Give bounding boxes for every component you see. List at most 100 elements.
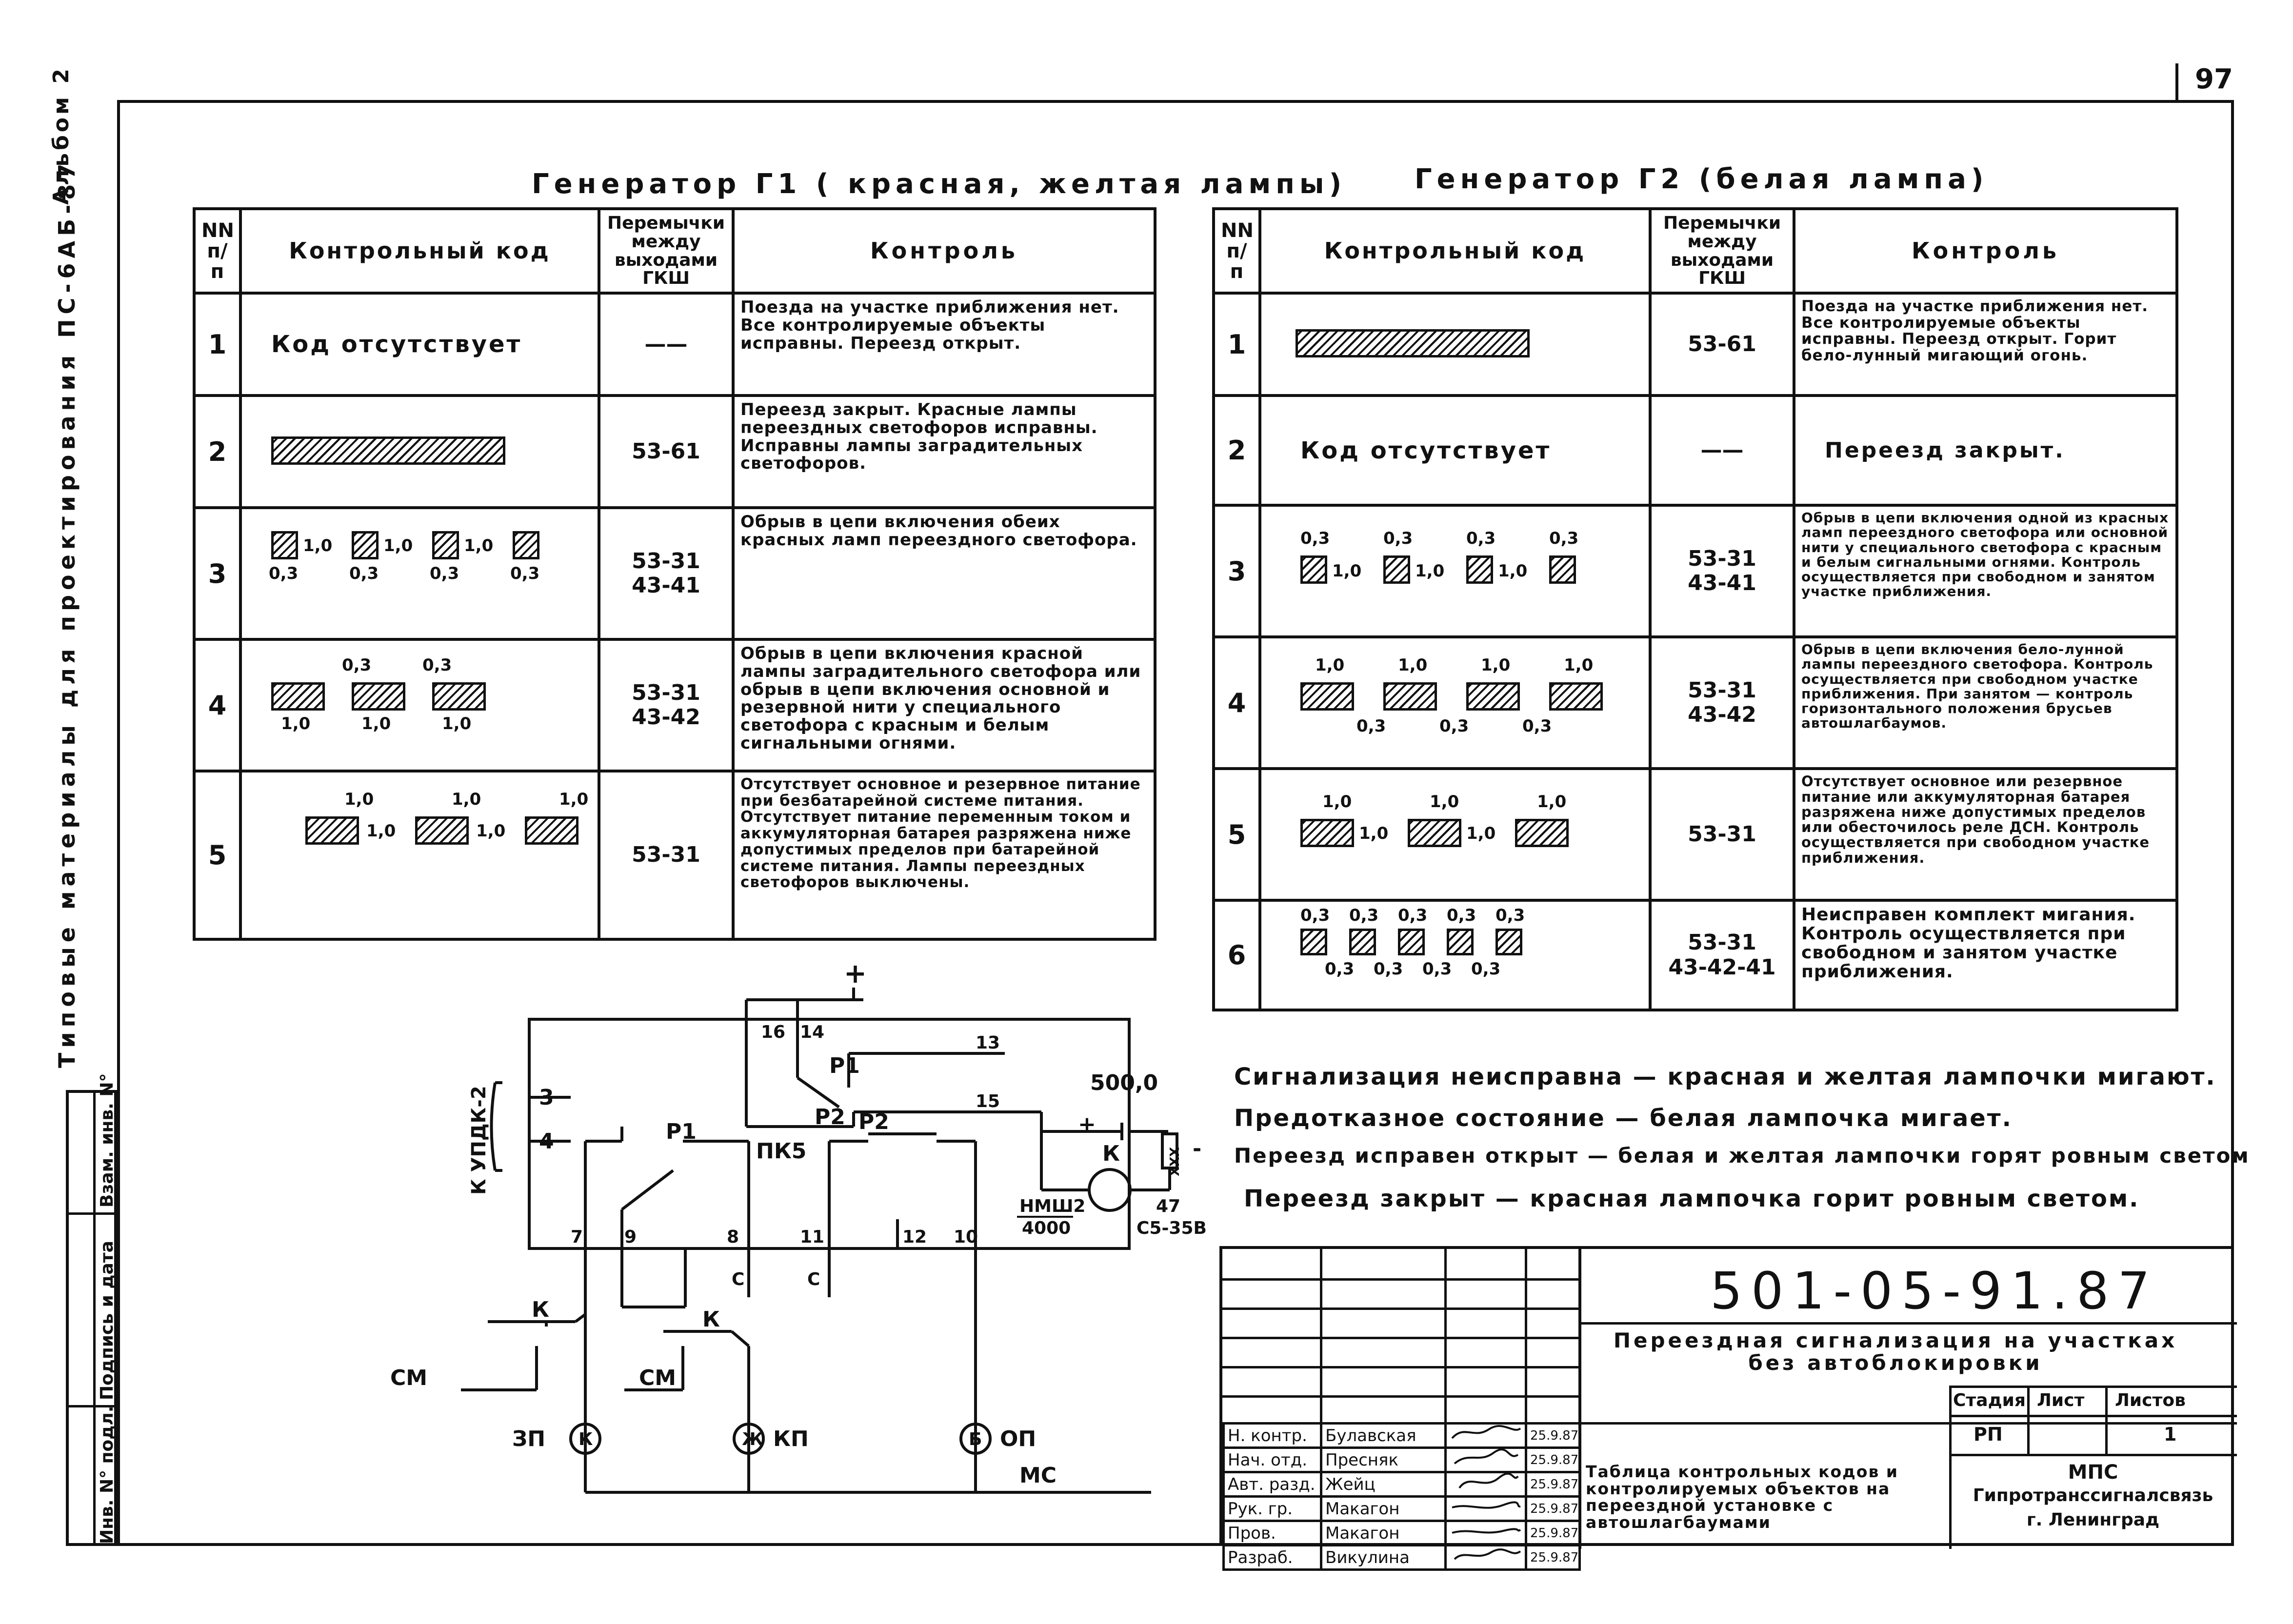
g1-row-4-jumpers: 53-31 43-42 [598, 638, 735, 773]
g2-r5-pulse-1 [1300, 819, 1354, 848]
resistor-value: 47 [1156, 1196, 1180, 1216]
g2-r4-pulse-1 [1300, 682, 1354, 711]
g2-r4-pulse-2 [1383, 682, 1437, 711]
resistor-type: С5-35В [1137, 1218, 1207, 1238]
g2-row-4-code: 1,0 1,0 1,0 1,0 0,3 0,3 0,3 [1258, 635, 1652, 771]
g1-row-4-n: 4 [193, 638, 242, 773]
g2-row-4-control: Обрыв в цепи включения бело-лунной лампы… [1793, 635, 2178, 771]
left-stamp-inv: Инв. N° подл. [97, 1406, 117, 1544]
g1-r3-pulse-2 [352, 531, 379, 560]
g1-row-5-code: 1,0 1,0 1,0 1,0 1,0 [239, 770, 600, 941]
page-number-separator [2175, 63, 2178, 100]
pin-16: 16 [761, 1022, 785, 1042]
tb-stage-hline-1 [1949, 1415, 2237, 1417]
sign-role: Пров. [1222, 1520, 1322, 1546]
pin-12: 12 [902, 1227, 927, 1247]
left-stamp-divider [93, 1093, 96, 1543]
g1-r3-pulse-1 [271, 531, 298, 560]
sm-right-label: СМ [639, 1366, 676, 1390]
g2-r6-gap-1: 0,3 [1325, 959, 1355, 979]
resistor-xxx: XXX [1166, 1147, 1181, 1176]
pin-10: 10 [954, 1227, 978, 1247]
tb-hline-2 [1222, 1307, 1578, 1310]
sign-signature [1444, 1544, 1527, 1571]
g2-r3-pulse-1 [1300, 555, 1327, 584]
tb-stage-hline-2 [1949, 1454, 2237, 1456]
g1-r3-pulse-3 [432, 531, 459, 560]
g2-row-1-long-pulse [1296, 329, 1530, 358]
g2-r6-pw-3: 0,3 [1398, 906, 1428, 926]
tb-hline-1 [1222, 1278, 1578, 1281]
g2-row-2-code: Код отсутствует [1258, 394, 1652, 507]
stage-value: РП [1974, 1424, 2003, 1445]
g1-row-3-n: 3 [193, 506, 242, 641]
g2-r4-pw-2: 1,0 [1398, 655, 1428, 675]
sign-role: Рук. гр. [1222, 1495, 1322, 1522]
signature-scribble [1452, 1501, 1521, 1509]
g1-header-nn: NN п/п [193, 207, 242, 295]
note-3: Переезд исправен открыт — белая и желтая… [1234, 1144, 2250, 1168]
tb-hline-code [1578, 1322, 2237, 1325]
capacitor-plus: + [1078, 1112, 1096, 1137]
g2-r3-pw-3: 0,3 [1466, 529, 1496, 549]
g2-r4-pw-3: 1,0 [1481, 655, 1511, 675]
g2-row-2-control: Переезд закрыт. [1793, 394, 2178, 507]
g2-row-2-jumpers: —— [1649, 394, 1795, 507]
pin-15: 15 [976, 1091, 1000, 1111]
sign-role: Авт. разд. [1222, 1471, 1322, 1498]
g2-r4-gap-3: 0,3 [1522, 716, 1552, 736]
note-4: Переезд закрыт — красная лампочка горит … [1244, 1185, 2140, 1212]
g2-r4-pw-1: 1,0 [1315, 655, 1345, 675]
g1-r5-pulse-2 [415, 816, 469, 845]
g1-row-1-control: Поезда на участке приближения нет. Все к… [732, 292, 1156, 397]
g2-r5-pulse-2 [1408, 819, 1461, 848]
sign-name: Макагон [1320, 1520, 1447, 1546]
g1-r3-gap-3: 1,0 [464, 536, 494, 556]
g2-r6-pulse-5 [1495, 929, 1522, 956]
g2-r5-pulse-3 [1515, 819, 1569, 848]
drawing-name: Переездная сигнализация на участках без … [1613, 1328, 2178, 1375]
output-c-left: С [732, 1269, 744, 1289]
g1-r3-pw-4: 0,3 [510, 564, 540, 584]
g1-r5-pw-2: 1,0 [452, 790, 481, 810]
g1-header-control: Контроль [732, 207, 1156, 295]
g1-row-1: 1 Код отсутствует —— Поезда на участке п… [193, 292, 1156, 397]
g1-row-3-control: Обрыв в цепи включения обеих красных лам… [732, 506, 1156, 641]
g2-r5-pw-3: 1,0 [1537, 792, 1567, 812]
g2-row-2: 2 Код отсутствует —— Переезд закрыт. [1212, 394, 2178, 507]
tb-hline-6 [1222, 1422, 2237, 1425]
sign-signature [1444, 1520, 1527, 1546]
tb-left-vline-4 [1578, 1249, 1581, 1549]
g1-r4-pulse-1 [271, 682, 325, 711]
left-stamp-replace: Взам. инв. N° [97, 1073, 117, 1208]
tb-stage-vline-2 [2105, 1386, 2108, 1454]
g1-r3-pulse-4 [513, 531, 539, 560]
nmsh-value: 4000 [1022, 1218, 1071, 1238]
plus-sign: + [844, 966, 867, 990]
g2-row-3: 3 0,3 0,3 0,3 0,3 1,0 1,0 1,0 53-31 43-4… [1212, 504, 2178, 639]
g2-header-control: Контроль [1793, 207, 2178, 295]
g2-r3-pulse-3 [1466, 555, 1493, 584]
g2-row-6-code: 0,3 0,3 0,3 0,3 0,3 0,3 0,3 0,3 0,3 [1258, 899, 1652, 1012]
g2-row-6-control: Неисправен комплект мигания. Контроль ос… [1793, 899, 2178, 1012]
g1-r3-pw-1: 0,3 [269, 564, 299, 584]
lamp-b [959, 1423, 992, 1455]
g2-row-5-control: Отсутствует основное или резервное питан… [1793, 767, 2178, 902]
contact-k1-label: К [532, 1297, 549, 1322]
g2-row-3-control: Обрыв в цепи включения одной из красных … [1793, 504, 2178, 639]
output-c-right: С [807, 1269, 820, 1289]
kp-label: КП [773, 1426, 809, 1451]
relay-k-label: К [1102, 1141, 1120, 1166]
g2-r3-gap-3: 1,0 [1498, 561, 1528, 581]
g1-row-5: 5 1,0 1,0 1,0 1,0 1,0 53-31 Отсутствует … [193, 770, 1156, 941]
pin-9: 9 [624, 1227, 637, 1247]
relay-p2b-label: Р2 [858, 1109, 889, 1134]
relay-k-coil [1088, 1168, 1132, 1212]
lamp-zh [733, 1423, 765, 1455]
relay-p1b-label: Р1 [666, 1119, 697, 1144]
g2-row-1-jumpers: 53-61 [1649, 292, 1795, 397]
sign-name: Макагон [1320, 1495, 1447, 1522]
